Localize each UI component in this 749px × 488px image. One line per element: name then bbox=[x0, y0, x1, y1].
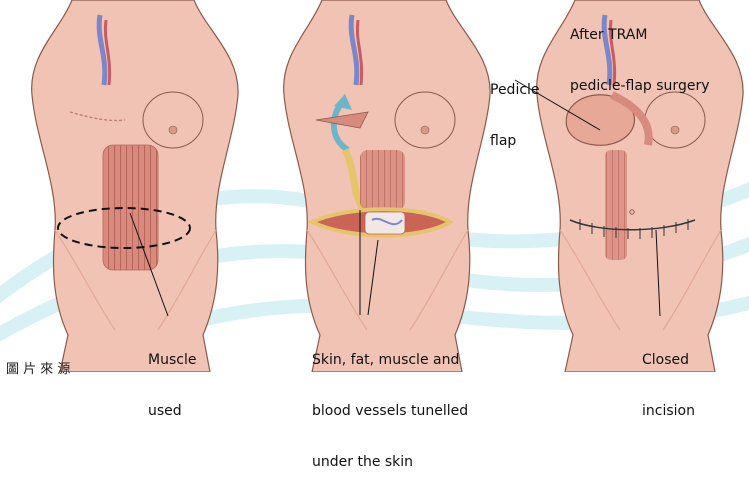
torso-before bbox=[32, 0, 238, 372]
muscle-label-line2: used bbox=[148, 403, 196, 420]
panel3-title-line2: pedicle-flap surgery bbox=[570, 78, 709, 95]
pedicle-flap-label: Pedicle flap bbox=[490, 48, 540, 167]
torso-during bbox=[284, 0, 490, 372]
pedicle-label-line1: Pedicle bbox=[490, 82, 540, 99]
tunnel-label: Skin, fat, muscle and blood vessels tune… bbox=[312, 318, 468, 488]
pedicle-label-line2: flap bbox=[490, 133, 540, 150]
panel3-title: After TRAM pedicle-flap surgery bbox=[570, 0, 709, 112]
closed-label-line1: Closed bbox=[642, 352, 695, 369]
panel3-title-line1: After TRAM bbox=[570, 27, 709, 44]
tunnel-label-line1: Skin, fat, muscle and bbox=[312, 352, 468, 369]
tunnel-label-line3: under the skin bbox=[312, 454, 468, 471]
tunnel-label-line2: blood vessels tunelled bbox=[312, 403, 468, 420]
muscle-used-label: Muscle used bbox=[148, 318, 196, 437]
watermark-text: 圖 片 來 源 bbox=[6, 358, 70, 377]
closed-incision-label: Closed incision bbox=[642, 318, 695, 437]
muscle-label-line1: Muscle bbox=[148, 352, 196, 369]
closed-label-line2: incision bbox=[642, 403, 695, 420]
